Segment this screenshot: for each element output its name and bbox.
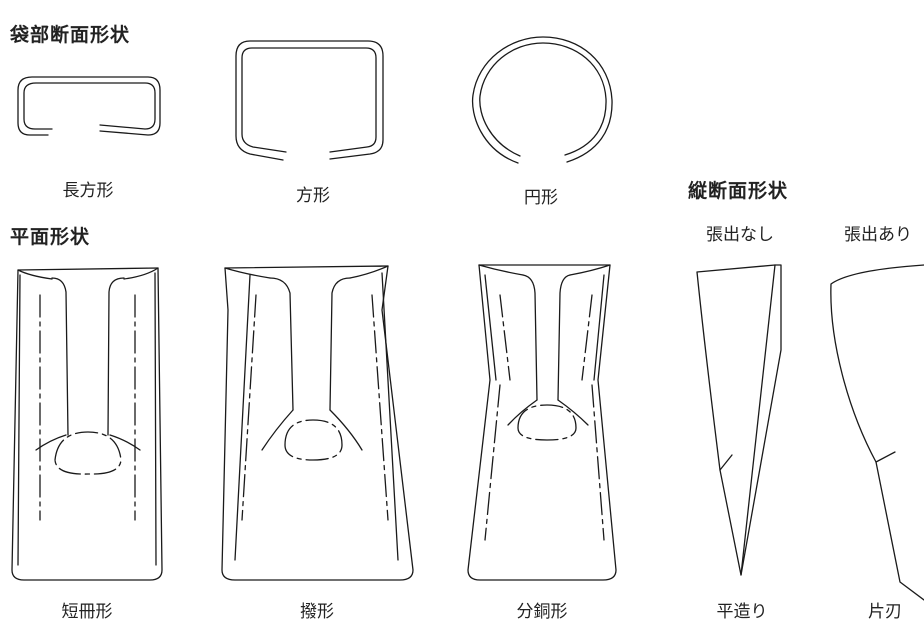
- weight-shape-plan: [467, 264, 617, 581]
- flat-build-label: 平造り: [716, 602, 768, 622]
- no-overhang-section: [696, 264, 782, 576]
- square-label: 方形: [296, 186, 330, 206]
- strip-label: 短冊形: [61, 602, 113, 622]
- overhang-section: [830, 264, 924, 601]
- overhang-header: 張出あり: [844, 225, 912, 245]
- bag-cross-section-heading: 袋部断面形状: [10, 24, 131, 46]
- rectangle-label: 長方形: [62, 181, 114, 201]
- circle-label: 円形: [524, 188, 558, 208]
- weight-label: 分銅形: [516, 602, 568, 622]
- splayed-label: 撥形: [300, 602, 334, 622]
- circular-cross-section: [471, 36, 613, 164]
- plan-shape-heading: 平面形状: [10, 226, 91, 248]
- splayed-shape-plan: [221, 265, 414, 581]
- longitudinal-section-heading: 縦断面形状: [688, 180, 789, 202]
- square-cross-section: [235, 40, 384, 161]
- no-overhang-header: 張出なし: [706, 225, 774, 245]
- single-bevel-label: 片刃: [868, 602, 902, 622]
- strip-shape-plan: [11, 267, 163, 581]
- rectangular-cross-section: [17, 76, 161, 136]
